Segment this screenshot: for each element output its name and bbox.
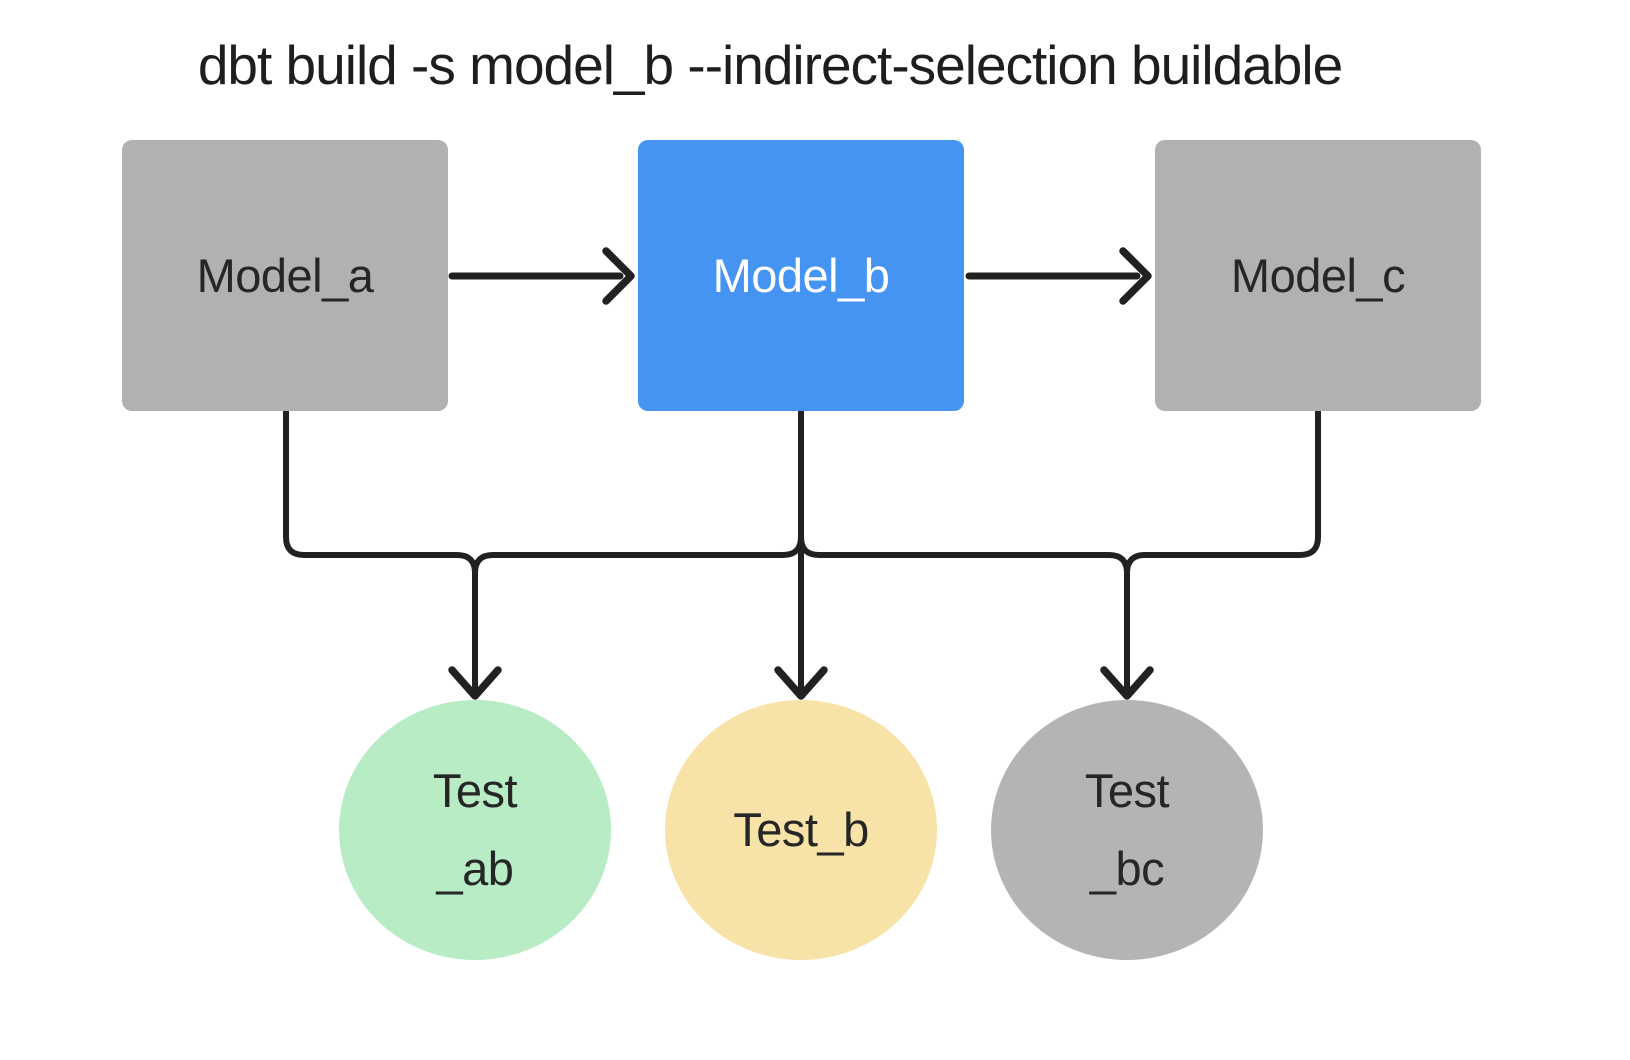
node-test-bc: Test _bc [991,700,1263,960]
node-test-b: Test_b [665,700,937,960]
node-model-a: Model_a [122,140,448,411]
edge-model-a-to-test-ab [283,408,478,694]
arrowhead-down-icon [774,666,828,700]
arrowhead-down-icon [1100,666,1154,700]
node-model-c-label: Model_c [1230,249,1406,302]
node-test-bc-label-line2: _bc [1089,842,1165,895]
command-title: dbt build -s model_b --indirect-selectio… [197,34,1343,96]
node-test-ab-label-line2: _ab [436,842,514,895]
node-model-b-selected: Model_b [638,140,964,411]
arrowhead-right-icon [602,247,635,305]
edge-model-b-to-test-ab [472,408,804,694]
node-model-a-label: Model_a [196,249,374,302]
edge-model-c-to-test-bc [1124,408,1321,694]
node-test-ab: Test _ab [339,700,611,960]
arrowhead-right-icon [1119,247,1152,305]
node-test-ab-label-line1: Test [432,764,518,817]
arrowhead-down-icon [448,666,502,700]
node-model-b-label: Model_b [712,249,890,302]
edge-model-b-to-test-bc [798,408,1130,694]
node-test-bc-label-line1: Test [1084,764,1170,817]
node-test-b-label-line1: Test_b [733,803,869,856]
node-model-c: Model_c [1155,140,1481,411]
